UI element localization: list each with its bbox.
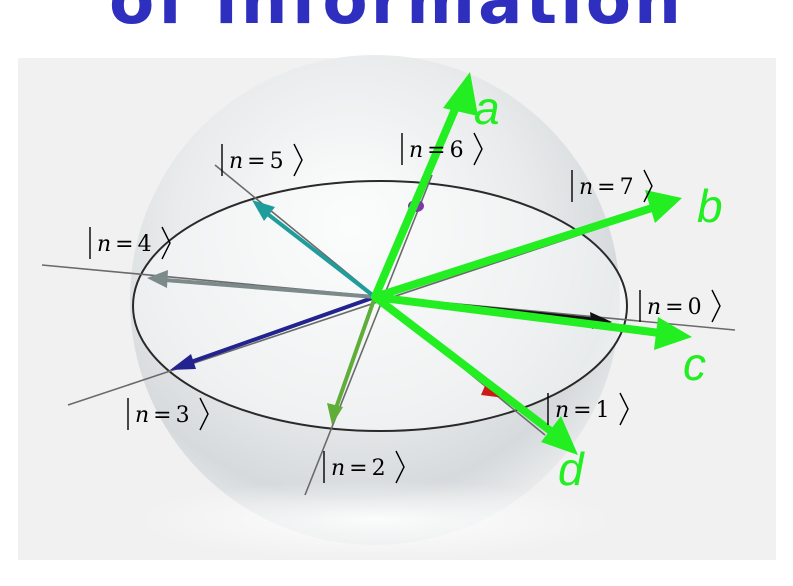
vector-d (371, 293, 556, 436)
state-arrowhead-2 (327, 403, 343, 425)
state-label-7: n=7 (571, 169, 653, 203)
vector-b-head (645, 190, 682, 223)
state-label-5: n=5 (221, 143, 303, 177)
state-arrow-3 (186, 295, 377, 365)
state-label-3: n=3 (127, 397, 209, 431)
vector-label-d: d (558, 443, 585, 495)
state-arrowhead-3 (170, 354, 196, 370)
svg-text:n=6: n=6 (409, 138, 464, 163)
vector-label-a: a (474, 82, 500, 134)
state-label-2: n=2 (323, 450, 405, 484)
vector-a (371, 96, 463, 301)
vector-c-head (654, 317, 692, 350)
state-arrow-5 (263, 210, 377, 299)
state-arrowhead-5 (252, 200, 275, 221)
state-label-0: n=0 (639, 289, 721, 323)
svg-text:n=7: n=7 (579, 175, 634, 200)
svg-text:n=0: n=0 (647, 295, 702, 320)
svg-text:n=5: n=5 (229, 149, 284, 174)
state-arrow-2 (334, 295, 377, 410)
vector-b (371, 204, 656, 301)
axis-line-3-7 (67, 227, 601, 406)
vector-label-c: c (683, 338, 706, 390)
state-label-4: n=4 (89, 226, 171, 260)
state-arrow-4 (163, 278, 377, 299)
slide-title: of information (108, 0, 685, 39)
svg-text:n=3: n=3 (135, 403, 190, 428)
sphere-glow (135, 480, 615, 560)
vector-d-head (541, 416, 578, 455)
axis-line-2-6 (304, 174, 433, 496)
vector-label-b: b (697, 180, 723, 232)
vector-c (371, 293, 664, 337)
state-label-1: n=1 (547, 392, 629, 426)
svg-text:n=4: n=4 (97, 232, 152, 257)
svg-text:n=1: n=1 (555, 398, 610, 423)
svg-text:n=2: n=2 (331, 456, 386, 481)
vector-arrows (371, 72, 692, 455)
vector-a-head (443, 72, 478, 116)
state-label-6: n=6 (401, 132, 483, 166)
state-arrowhead-4 (147, 270, 168, 288)
